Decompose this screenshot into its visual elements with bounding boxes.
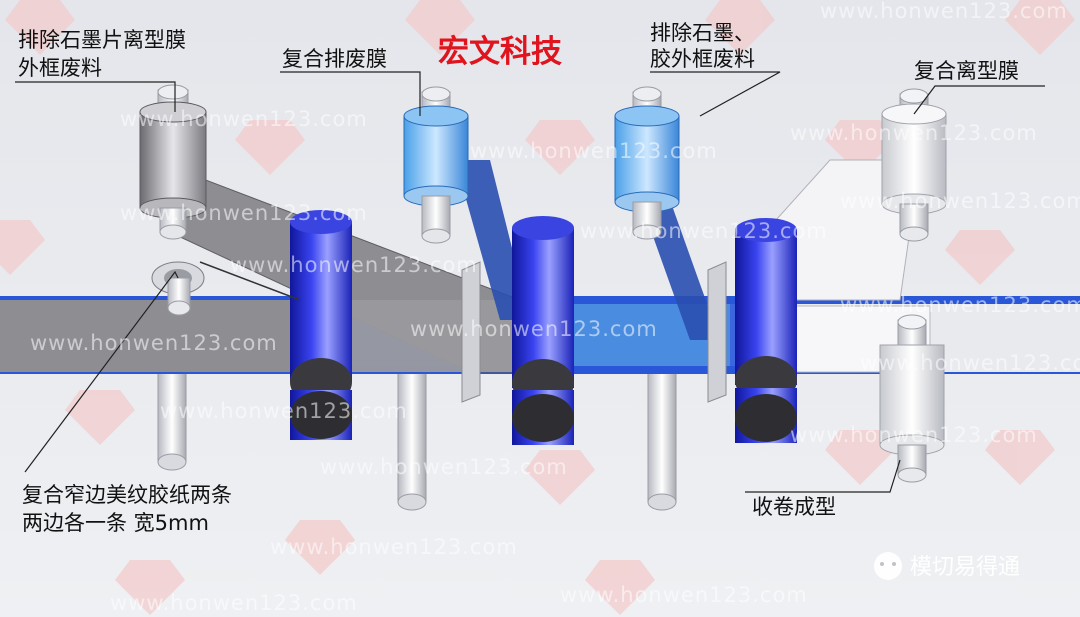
svg-text:www.honwen123.com: www.honwen123.com — [230, 253, 478, 277]
svg-text:www.honwen123.com: www.honwen123.com — [580, 219, 828, 243]
svg-text:www.honwen123.com: www.honwen123.com — [410, 317, 658, 341]
svg-text:www.honwen123.com: www.honwen123.com — [860, 351, 1080, 375]
svg-text:www.honwen123.com: www.honwen123.com — [840, 189, 1080, 213]
svg-text:www.honwen123.com: www.honwen123.com — [30, 331, 278, 355]
svg-text:www.honwen123.com: www.honwen123.com — [470, 139, 718, 163]
title: 宏文科技 — [438, 34, 562, 70]
white-rewind-roller-top — [881, 88, 947, 242]
svg-text:www.honwen123.com: www.honwen123.com — [790, 423, 1038, 447]
label-graphite-adhesive-waste-line1: 排除石墨、 — [650, 21, 755, 45]
roller-pair-2 — [512, 216, 574, 445]
roller-pair-1 — [290, 210, 352, 440]
white-rewind-roller-bottom — [879, 314, 945, 483]
leader-lines — [15, 71, 1045, 493]
watermark-texts: www.honwen123.com www.honwen123.com www.… — [30, 0, 1080, 615]
blue-rewind-roller-2 — [614, 86, 680, 240]
grey-waste-film-left — [0, 300, 290, 372]
label-narrow-masking-tape-line2: 两边各一条 宽5mm — [22, 511, 209, 535]
svg-text:www.honwen123.com: www.honwen123.com — [270, 535, 518, 559]
label-composite-release-film: 复合离型膜 — [914, 59, 1019, 83]
svg-text:www.honwen123.com: www.honwen123.com — [320, 455, 568, 479]
svg-text:www.honwen123.com: www.honwen123.com — [840, 293, 1080, 317]
svg-text:www.honwen123.com: www.honwen123.com — [120, 201, 368, 225]
svg-text:www.honwen123.com: www.honwen123.com — [120, 107, 368, 131]
label-composite-waste-film: 复合排废膜 — [282, 47, 387, 71]
brand-badge: 模切易得通 — [874, 552, 1020, 580]
cutter-plates — [461, 261, 727, 403]
waste-film-strip-2 — [455, 160, 530, 320]
label-graphite-release-waste-line2: 外框废料 — [18, 56, 102, 80]
label-rewind-forming: 收卷成型 — [752, 495, 836, 519]
svg-text:www.honwen123.com: www.honwen123.com — [820, 0, 1068, 23]
wechat-icon — [874, 552, 902, 580]
svg-text:www.honwen123.com: www.honwen123.com — [160, 399, 408, 423]
label-graphite-release-waste-line1: 排除石墨片离型膜 — [18, 28, 186, 52]
grey-rewind-roller — [139, 84, 207, 240]
label-narrow-masking-tape-line1: 复合窄边美纹胶纸两条 — [22, 483, 232, 507]
svg-text:www.honwen123.com: www.honwen123.com — [790, 121, 1038, 145]
blue-rewind-roller-1 — [403, 86, 469, 244]
svg-text:www.honwen123.com: www.honwen123.com — [110, 591, 358, 615]
brand-name: 模切易得通 — [910, 555, 1020, 580]
label-graphite-adhesive-waste-line2: 胶外框废料 — [650, 47, 755, 71]
svg-text:www.honwen123.com: www.honwen123.com — [560, 583, 808, 607]
roller-pair-3 — [735, 218, 797, 443]
